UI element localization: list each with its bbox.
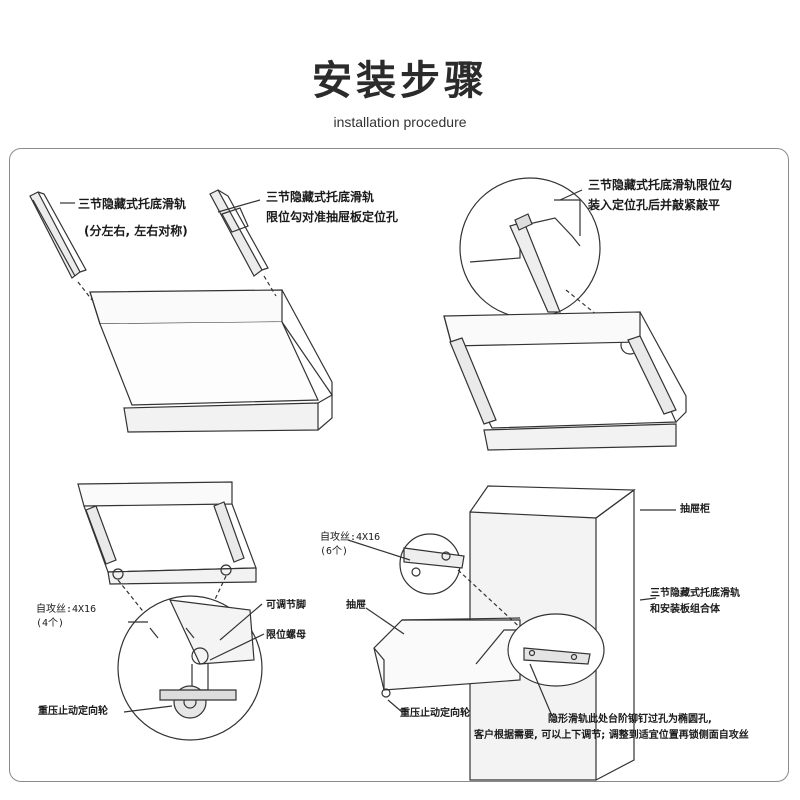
step4-slide-assembly-label-line2: 和安装板组合体 xyxy=(650,604,720,615)
step3-limit-nut-label: 限位螺母 xyxy=(266,630,306,641)
step3-drawer xyxy=(77,481,257,585)
page-title: 安装步骤 xyxy=(312,58,488,104)
diagram-frame xyxy=(9,148,789,782)
step4-zoom-circle xyxy=(399,533,465,595)
step3-caster-label: 重压止动定向轮 xyxy=(38,706,108,717)
step1-slide-right xyxy=(209,189,269,277)
step3-adjust-foot-label: 可调节脚 xyxy=(266,600,306,611)
step4-note-line1: 隐形滑轨此处台阶铆钉过孔为椭圆孔, xyxy=(548,714,712,725)
step3-screw-label-line2: (4个) xyxy=(36,618,65,629)
step3-caster-zoom xyxy=(117,595,263,741)
step1-left-label-line2: (分左右, 左右对称) xyxy=(84,224,188,238)
step1-right-label-line1: 三节隐藏式托底滑轨 xyxy=(266,190,375,204)
page-subtitle: installation procedure xyxy=(333,114,467,130)
step2-drawer xyxy=(443,311,687,451)
step2-label-line1: 三节隐藏式托底滑轨限位勾 xyxy=(588,178,733,192)
step2-label-line2: 装入定位孔后并敲紧敲平 xyxy=(588,198,721,212)
step2-zoom-circle xyxy=(459,177,601,319)
step4-cabinet-label: 抽屉柜 xyxy=(680,504,710,515)
step1-drawer xyxy=(89,289,333,433)
step4-slide-assembly-label-line1: 三节隐藏式托底滑轨 xyxy=(650,588,740,599)
step4-screw-label-line1: 自攻丝:4X16 xyxy=(320,532,381,543)
step1-left-label-line1: 三节隐藏式托底滑轨 xyxy=(78,197,187,211)
step4-slide-zoom xyxy=(507,613,605,687)
step4-drawer-label: 抽屉 xyxy=(346,600,366,611)
step4-note-line2: 客户根据需要, 可以上下调节; 调整到适宜位置再锁侧面自攻丝 xyxy=(474,730,749,741)
step1-right-label-line2: 限位勾对准抽屉板定位孔 xyxy=(266,210,399,224)
step4-screw-label-line2: (6个) xyxy=(320,546,349,557)
step1-slide-left xyxy=(29,191,87,279)
step4-caster-label: 重压止动定向轮 xyxy=(400,708,470,719)
step3-screw-label-line1: 自攻丝:4X16 xyxy=(36,604,97,615)
